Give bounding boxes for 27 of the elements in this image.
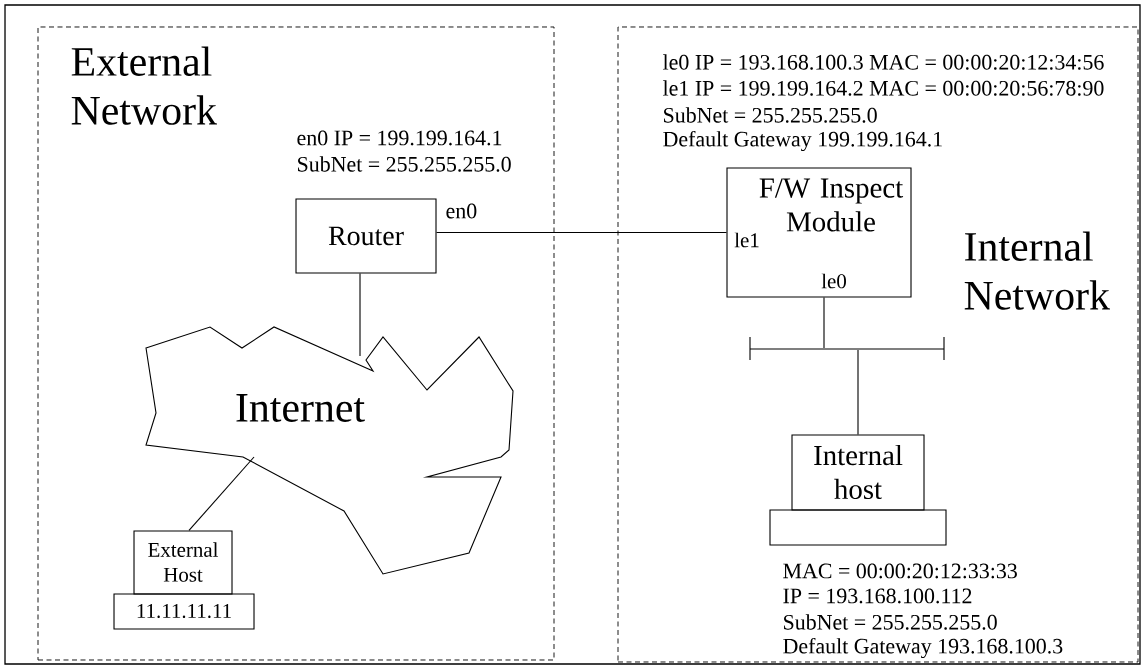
address-text: SubNet = 255.255.255.0	[664, 107, 877, 123]
address-text: le1 IP = 199.199.164.2 MAC = 00:00:20:56:78:90	[663, 80, 1104, 96]
address-text: IP = 193.168.100.112	[783, 588, 972, 604]
connection-line	[436, 231, 727, 234]
connection-line	[823, 297, 825, 349]
connection-line	[359, 273, 361, 357]
address-text: en0 IP = 199.199.164.1	[297, 130, 502, 146]
connection-line	[188, 456, 255, 531]
zone-heading: Internal Network	[964, 231, 1110, 310]
firewall-box: F/W Inspect Module le1 le0	[726, 167, 912, 298]
network-bus	[749, 336, 945, 361]
zone-heading: External Network	[71, 46, 217, 125]
connection-line	[857, 349, 859, 435]
address-text: Default Gateway 193.168.100.3	[783, 637, 1063, 659]
host-box: External Host	[133, 530, 233, 595]
host-base-box	[769, 509, 947, 546]
port-label: en0	[446, 203, 477, 219]
port-label: le1	[734, 232, 759, 248]
address-text: SubNet = 255.255.255.0	[784, 614, 997, 630]
address-text: Default Gateway 199.199.164.1	[663, 130, 942, 152]
host-box: Internal host	[791, 434, 925, 511]
address-text: SubNet = 255.255.255.0	[298, 156, 511, 172]
host-base-box: 11.11.11.11	[113, 593, 255, 630]
port-label: le0	[821, 273, 846, 289]
router-box: Router	[295, 198, 437, 274]
address-text: le0 IP = 193.168.100.3 MAC = 00:00:20:12:34:56	[663, 54, 1104, 70]
address-text: MAC = 00:00:20:12:33:33	[783, 563, 1017, 579]
